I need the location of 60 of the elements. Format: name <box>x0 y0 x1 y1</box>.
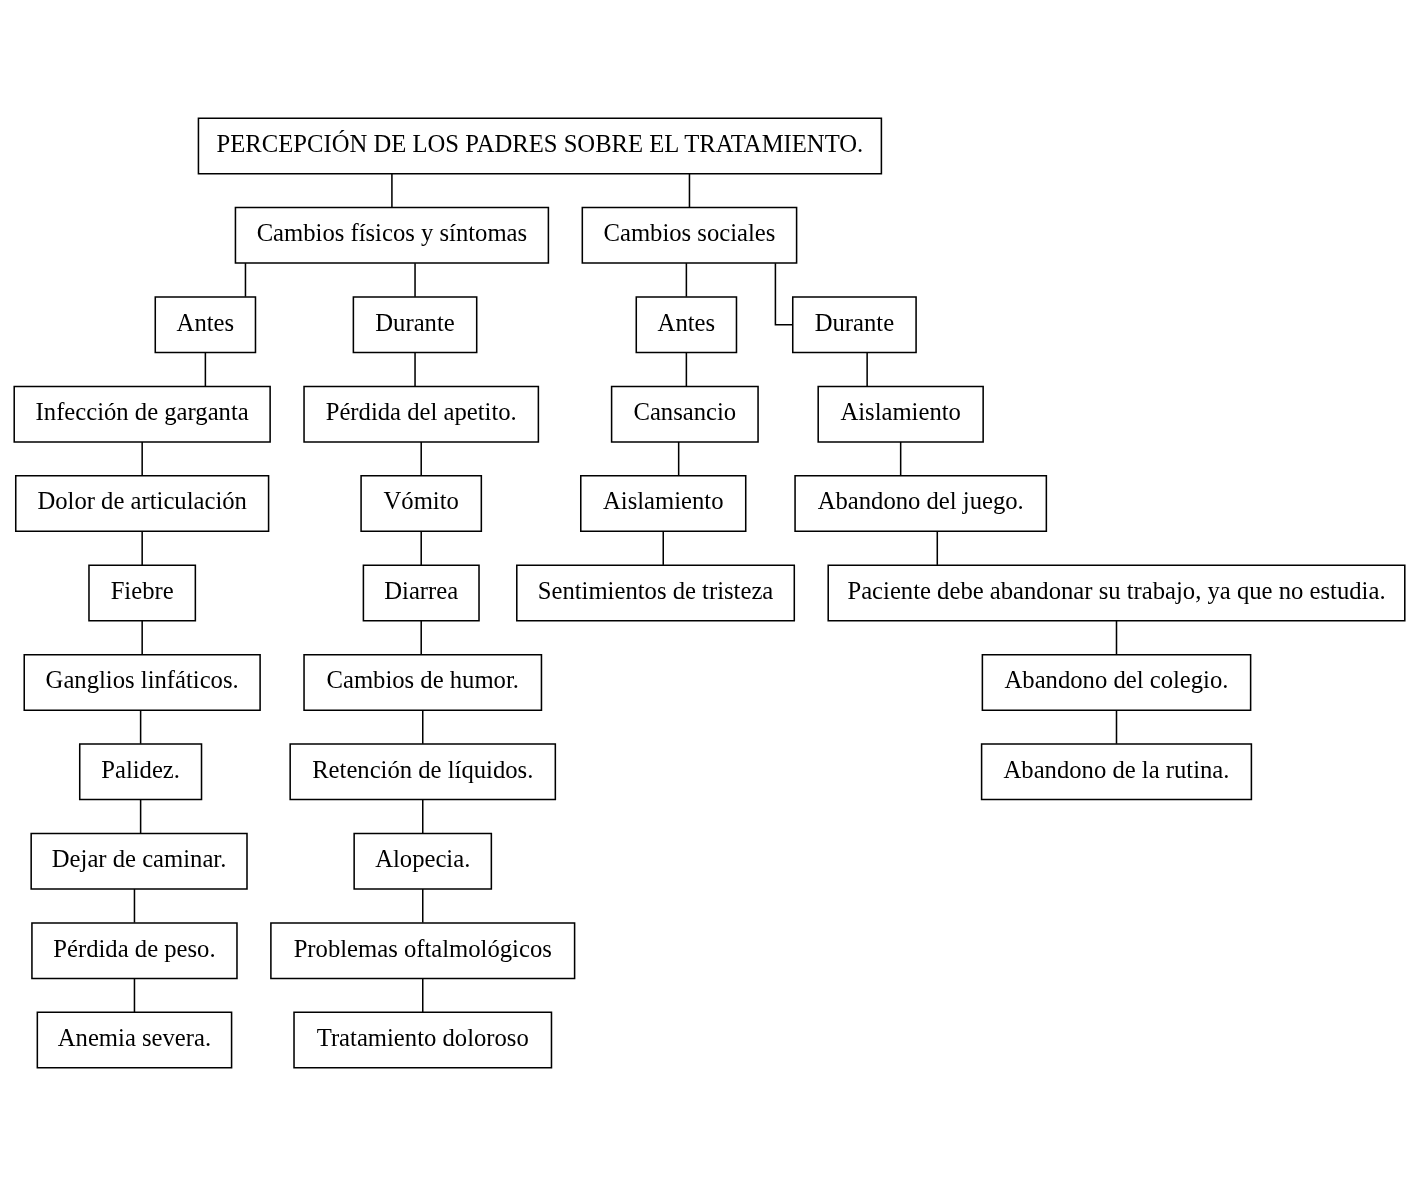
node-box: Fiebre <box>88 564 197 622</box>
node-box: Durante <box>352 296 478 354</box>
node-box: Abandono del colegio. <box>981 653 1252 711</box>
node-box: Cambios sociales <box>581 206 798 264</box>
node-box: Vómito <box>360 475 483 533</box>
connector <box>139 709 142 745</box>
connector <box>899 441 902 477</box>
connector <box>133 977 136 1013</box>
node-box: Cansancio <box>610 385 759 443</box>
node-box: PERCEPCIÓN DE LOS PADRES SOBRE EL TRATAMIENTO. <box>197 117 883 175</box>
connector <box>420 441 422 477</box>
connector <box>688 172 691 208</box>
connector <box>866 351 868 387</box>
node-box: Abandono del juego. <box>794 475 1048 533</box>
node-box: Pérdida de peso. <box>31 922 238 980</box>
node-box: Dolor de articulación <box>15 475 270 533</box>
connector <box>204 351 207 387</box>
node-box: Ganglios linfáticos. <box>23 653 261 711</box>
connector <box>244 262 247 298</box>
node-box: Dejar de caminar. <box>30 832 248 890</box>
connector <box>685 351 688 387</box>
connector <box>422 888 424 924</box>
connector <box>420 530 422 566</box>
connector <box>662 530 664 566</box>
connector <box>936 530 939 566</box>
node-box: Alopecia. <box>353 832 493 890</box>
node-box: Diarrea <box>362 564 480 622</box>
node-box: Retención de líquidos. <box>289 743 557 801</box>
node-box: Antes <box>154 296 257 354</box>
node-box: Problemas oftalmológicos <box>270 922 576 980</box>
connector <box>141 441 143 477</box>
connector <box>422 798 424 834</box>
node-box: Pérdida del apetito. <box>303 385 540 443</box>
node-box: Aislamiento <box>817 385 984 443</box>
connector <box>414 262 416 298</box>
node-box: Abandono de la rutina. <box>980 743 1253 801</box>
connector <box>391 172 393 208</box>
connector <box>414 351 416 387</box>
connector <box>133 888 136 924</box>
connector <box>1115 709 1118 745</box>
node-box: Cambios de humor. <box>303 653 543 711</box>
connector <box>422 977 424 1013</box>
connector <box>1115 620 1118 656</box>
connector <box>141 530 143 566</box>
connector <box>139 798 142 834</box>
node-box: Infección de garganta <box>13 385 271 443</box>
connector <box>420 620 422 656</box>
connector <box>422 709 424 745</box>
node-box: Paciente debe abandonar su trabajo, ya que no estudia. <box>827 564 1406 622</box>
node-box: Sentimientos de tristeza <box>516 564 796 622</box>
node-box: Antes <box>635 296 738 354</box>
node-box: Palidez. <box>78 743 203 801</box>
connector <box>677 441 680 477</box>
connector <box>141 620 143 656</box>
node-box: Cambios físicos y síntomas <box>234 206 550 264</box>
connector <box>685 262 688 298</box>
node-box: Tratamiento doloroso <box>293 1011 553 1069</box>
node-box: Aislamiento <box>580 475 747 533</box>
node-box: Anemia severa. <box>36 1011 233 1069</box>
node-box: Durante <box>792 296 917 354</box>
